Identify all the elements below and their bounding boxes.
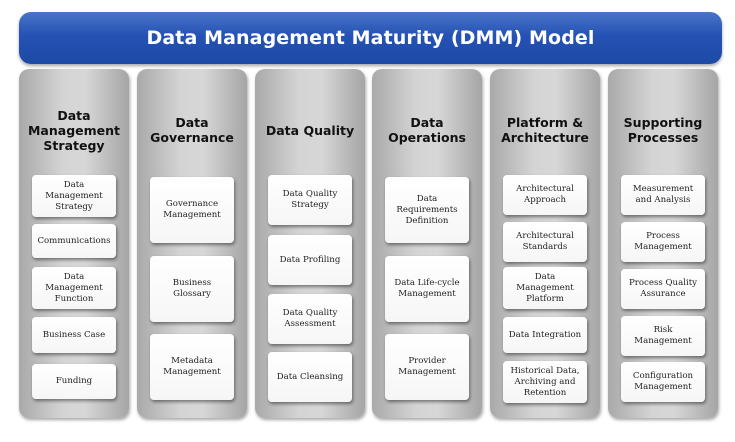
column-heading: Data Quality — [265, 122, 355, 138]
process-area-box: Data Quality Assessment — [268, 294, 352, 344]
column-data-management-strategy: Data Management Strategy Data Management… — [19, 69, 129, 418]
column-platform-architecture: Platform & Architecture Architectural Ap… — [490, 69, 600, 418]
process-area-box: Process Quality Assurance — [621, 269, 705, 309]
process-area-box: Data Management Function — [32, 267, 116, 309]
process-area-box: Business Glossary — [150, 256, 234, 322]
process-area-box: Data Profiling — [268, 235, 352, 285]
process-area-box: Architectural Standards — [503, 222, 587, 262]
diagram-title: Data Management Maturity (DMM) Model — [19, 12, 722, 64]
process-area-box: Metadata Management — [150, 334, 234, 400]
process-area-box: Historical Data, Archiving and Retention — [503, 361, 587, 403]
column-data-governance: Data Governance Governance Management Bu… — [137, 69, 247, 418]
process-area-box: Data Quality Strategy — [268, 175, 352, 225]
column-heading: Data Operations — [388, 115, 466, 145]
process-area-box: Data Life-cycle Management — [385, 256, 469, 322]
column-supporting-processes: Supporting Processes Measurement and Ana… — [608, 69, 718, 418]
column-heading: Supporting Processes — [623, 115, 703, 145]
column-heading: Data Governance — [150, 115, 234, 145]
column-heading: Platform & Architecture — [501, 115, 589, 145]
process-area-box: Measurement and Analysis — [621, 175, 705, 215]
process-area-box: Architectural Approach — [503, 175, 587, 215]
process-area-box: Configuration Management — [621, 362, 705, 402]
process-area-box: Process Management — [621, 222, 705, 262]
process-area-box: Data Cleansing — [268, 352, 352, 402]
column-heading: Data Management Strategy — [27, 107, 120, 153]
process-area-box: Communications — [32, 224, 116, 258]
column-data-quality: Data Quality Data Quality Strategy Data … — [255, 69, 365, 418]
process-area-box: Funding — [32, 364, 116, 399]
process-area-box: Data Requirements Definition — [385, 177, 469, 243]
process-area-box: Business Case — [32, 317, 116, 353]
column-data-operations: Data Operations Data Requirements Defini… — [372, 69, 482, 418]
process-area-box: Provider Management — [385, 334, 469, 400]
process-area-box: Risk Management — [621, 316, 705, 356]
process-area-box: Governance Management — [150, 177, 234, 243]
process-area-box: Data Management Platform — [503, 267, 587, 309]
process-area-box: Data Integration — [503, 317, 587, 353]
process-area-box: Data Management Strategy — [32, 175, 116, 217]
